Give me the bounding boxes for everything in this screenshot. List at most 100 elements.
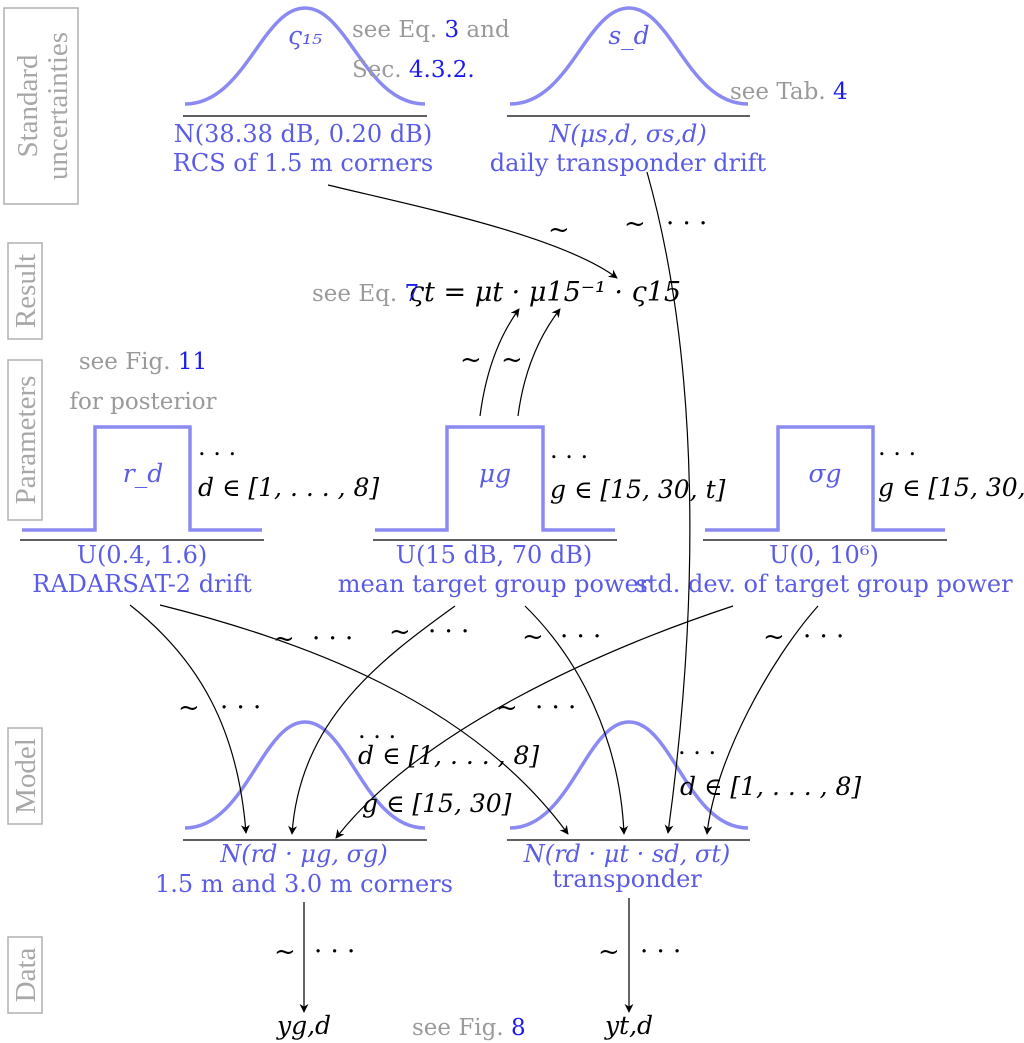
result-formula: ςt = μt · μ15⁻¹ · ς15	[409, 277, 681, 308]
edge-mug-to-result-b	[517, 308, 561, 417]
dots: · · ·	[312, 624, 353, 654]
distribution-label: U(0, 10⁶)	[769, 541, 879, 569]
node-sigmag: σg U(0, 10⁶) std. dev. of target group p…	[635, 425, 1024, 598]
dots: · · ·	[314, 937, 355, 967]
plate-dots: . . .	[678, 732, 716, 760]
tilde: ~	[624, 209, 646, 239]
edge-rd-to-transponder	[159, 604, 569, 835]
plate-dots: . . .	[358, 716, 396, 744]
gaussian-curve	[184, 720, 426, 830]
node-transponder: N(rd · μt · sd, σt) transponder . . . d …	[507, 720, 861, 893]
caption: RADARSAT-2 drift	[32, 570, 252, 598]
tilde: ~	[501, 345, 523, 375]
symbol-label: r_d	[123, 459, 163, 488]
distribution-label: U(15 dB, 70 dB)	[396, 541, 593, 569]
plate-index-d: d ∈ [1, . . . , 8]	[680, 772, 861, 801]
layer-text: Parameters	[10, 376, 42, 505]
note-see-eq-7: see Eq. 7	[312, 281, 419, 307]
edge-mug-to-result-a	[479, 308, 520, 417]
layer-box	[7, 936, 43, 1014]
layer-label-parameters: Parameters	[7, 359, 43, 521]
layer-box	[7, 727, 43, 825]
gaussian-curve	[509, 6, 749, 106]
symbol-label: σg	[808, 459, 841, 488]
plate-index-d: d ∈ [1, . . . , 8]	[358, 741, 539, 770]
symbol-label: ς₁₅	[288, 21, 322, 50]
node-corners: N(rd · μg, σg) 1.5 m and 3.0 m corners .…	[155, 716, 539, 898]
layer-label-standard-uncertainties: Standard uncertainties	[3, 7, 79, 205]
layer-box	[7, 359, 43, 521]
edge-rd-to-corners	[129, 604, 250, 834]
tilde: ~	[274, 937, 296, 967]
edge-mug-to-corners	[288, 605, 456, 835]
plate-index-g: g ∈ [15, 30]	[362, 789, 512, 818]
tilde: ~	[389, 617, 411, 647]
data-y-t: yt,d	[604, 1011, 653, 1040]
layer-label-result: Result	[7, 242, 43, 340]
edge-mug-to-transponder	[524, 605, 629, 835]
caption: 1.5 m and 3.0 m corners	[155, 870, 453, 898]
uniform-box	[22, 425, 262, 532]
plate-dots: . . .	[198, 433, 236, 461]
dots: · · ·	[220, 693, 261, 723]
plate-index: d ∈ [1, . . . , 8]	[198, 473, 379, 502]
layer-text-line1: Standard	[12, 54, 44, 158]
edge-sigmag-to-transponder	[703, 605, 819, 835]
edge-sigmag-to-corners	[335, 605, 734, 839]
note-see-fig-8: see Fig. 8	[412, 1015, 526, 1041]
caption: std. dev. of target group power	[635, 570, 1013, 598]
layer-box	[3, 7, 79, 205]
caption: transponder	[552, 865, 702, 893]
caption: mean target group power	[338, 570, 651, 598]
uniform-box	[375, 425, 615, 532]
plate-dots: . . .	[878, 433, 916, 461]
layer-box	[7, 242, 43, 340]
node-daily-drift: s_d N(μs,d, σs,d) daily transponder drif…	[490, 6, 767, 177]
plate-dots: . . .	[550, 436, 588, 464]
layer-label-model: Model	[7, 727, 43, 825]
layer-label-data: Data	[7, 936, 43, 1014]
distribution-label: N(38.38 dB, 0.20 dB)	[174, 120, 432, 148]
dots: · · ·	[428, 617, 469, 647]
tilde: ~	[598, 937, 620, 967]
tilde: ~	[763, 622, 785, 652]
note-see-fig-11: see Fig. 11	[79, 349, 207, 375]
node-rcs: ς₁₅ N(38.38 dB, 0.20 dB) RCS of 1.5 m co…	[173, 6, 433, 177]
caption: daily transponder drift	[490, 149, 767, 177]
layer-text: Result	[10, 254, 42, 328]
distribution-label: N(μs,d, σs,d)	[548, 120, 707, 148]
tilde: ~	[496, 693, 518, 723]
data-y-g: yg,d	[276, 1011, 331, 1040]
edge-drift-to-transponder	[646, 171, 691, 834]
distribution-label: N(rd · μt · sd, σt)	[523, 840, 731, 868]
symbol-label: s_d	[608, 21, 649, 50]
dots: · · ·	[666, 209, 707, 239]
uniform-box	[705, 425, 945, 532]
tilde: ~	[548, 215, 570, 245]
layer-text-line2: uncertainties	[42, 32, 74, 180]
caption: RCS of 1.5 m corners	[173, 149, 433, 177]
edge-rcs-to-result	[327, 184, 618, 279]
tilde: ~	[460, 345, 482, 375]
distribution-label: U(0.4, 1.6)	[77, 541, 208, 569]
note-see-eq-3: see Eq. 3 and	[352, 17, 510, 43]
layer-text: Data	[10, 948, 42, 1003]
gaussian-curve	[184, 6, 426, 106]
edges	[129, 171, 819, 1013]
node-rd: r_d U(0.4, 1.6) RADARSAT-2 drift . . . d…	[20, 425, 379, 598]
symbol-label: μg	[479, 459, 511, 488]
edge-labels: ~ ~ · · · ~ ~ ~ · · · ~ · · · ~ · · · ~ …	[178, 209, 844, 967]
dots: · · ·	[640, 937, 681, 967]
dots: · · ·	[535, 693, 576, 723]
dots: · · ·	[560, 622, 601, 652]
tilde: ~	[522, 622, 544, 652]
plate-index: g ∈ [15, 30, t]	[550, 475, 726, 504]
node-mug: μg U(15 dB, 70 dB) mean target group pow…	[338, 425, 726, 598]
tilde: ~	[178, 693, 200, 723]
gaussian-curve	[509, 720, 749, 830]
note-see-sec: Sec. 4.3.2.	[352, 57, 475, 83]
distribution-label: N(rd · μg, σg)	[219, 840, 387, 868]
dots: · · ·	[803, 622, 844, 652]
tilde: ~	[273, 624, 295, 654]
